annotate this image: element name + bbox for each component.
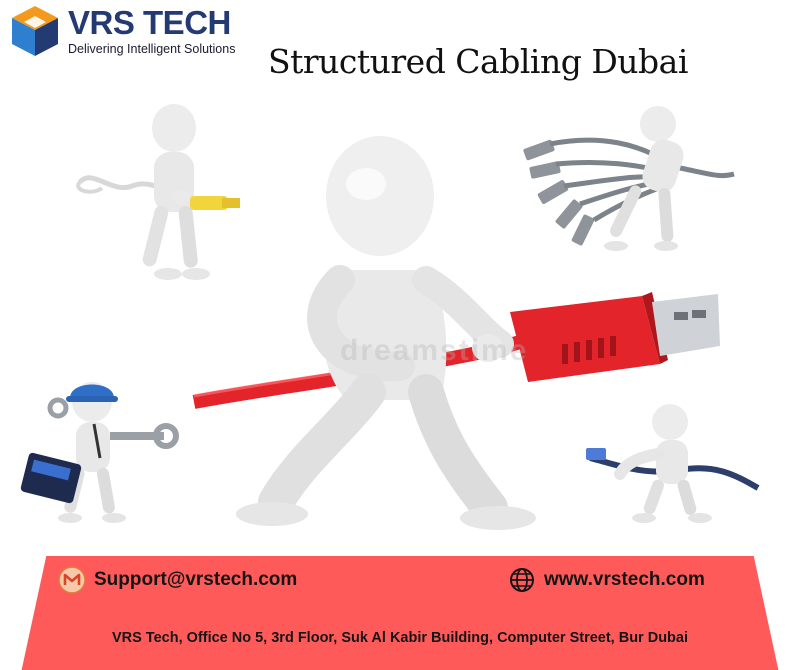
- website-link[interactable]: www.vrstech.com: [508, 566, 705, 594]
- page-title: Structured Cabling Dubai: [268, 42, 688, 81]
- mail-icon: [58, 566, 86, 594]
- figure-with-blue-cable-icon: [586, 404, 760, 523]
- technician-with-toolbox-icon: [20, 382, 179, 523]
- cube-logo-icon: [12, 6, 58, 56]
- footer-banner: [0, 556, 800, 670]
- support-email-link[interactable]: Support@vrstech.com: [58, 566, 297, 594]
- figure-pulling-grey-cables-icon: [523, 106, 735, 251]
- brand-name: VRS TECH: [68, 4, 231, 41]
- figure-with-yellow-cable-icon: [76, 104, 240, 280]
- support-email-text[interactable]: Support@vrstech.com: [94, 569, 298, 590]
- office-address: VRS Tech, Office No 5, 3rd Floor, Suk Al…: [111, 630, 689, 646]
- brand-tagline: Delivering Intelligent Solutions: [68, 42, 236, 56]
- figure-with-red-usb-cable-icon: [192, 136, 720, 530]
- globe-icon: [510, 568, 534, 592]
- website-text[interactable]: www.vrstech.com: [544, 569, 705, 590]
- brand-logo: VRS TECH Delivering Intelligent Solution…: [6, 2, 246, 60]
- watermark: dreamstime: [340, 334, 529, 367]
